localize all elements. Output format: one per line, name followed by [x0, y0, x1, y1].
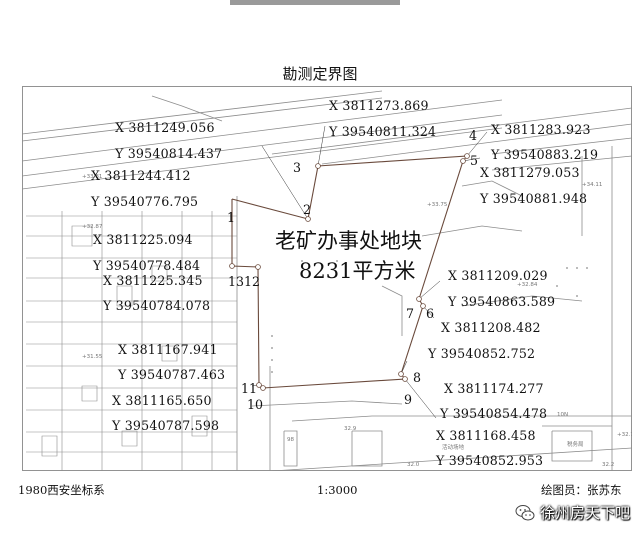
coord-x-9: X 3811168.458	[436, 428, 536, 443]
basemap-elevations: +33.81 +32.87 +33.75 +34.11 +32.84 +31.5…	[82, 174, 632, 468]
coord-x-13: X 3811225.094	[93, 232, 193, 247]
point-label-10: 10	[247, 397, 264, 412]
coord-y-4: Y 39540883.219	[491, 147, 599, 162]
coord-y-1: Y 39540776.795	[91, 194, 199, 209]
coord-y-2: Y 39540814.437	[115, 146, 223, 161]
svg-text:32.9: 32.9	[344, 426, 357, 432]
svg-text:32.2: 32.2	[602, 462, 614, 468]
coord-x-6: X 3811209.029	[448, 268, 548, 283]
point-label-1312: 1312	[228, 274, 261, 289]
point-label-6: 6	[426, 306, 435, 321]
coord-y-11: Y 39540787.463	[118, 367, 226, 382]
coord-y-3: Y 39540811.324	[329, 124, 437, 139]
svg-text:10N: 10N	[557, 412, 568, 418]
point-label-5: 5	[470, 153, 479, 168]
svg-text:+33.75: +33.75	[427, 202, 448, 208]
coord-y-7: Y 39540852.752	[428, 346, 536, 361]
basemap-linework	[22, 86, 632, 471]
parcel-area: 8231平方米	[299, 259, 416, 283]
coord-x-3: X 3811273.869	[329, 98, 429, 113]
wechat-icon	[515, 505, 535, 521]
leader-lines	[251, 125, 488, 419]
svg-text:+32.87: +32.87	[82, 224, 103, 230]
point-label-3: 3	[293, 160, 302, 175]
point-label-2: 2	[303, 202, 312, 217]
svg-text:98: 98	[287, 437, 294, 443]
parcel-boundary	[231, 155, 469, 389]
coord-y-6: Y 39540863.589	[448, 294, 556, 309]
point-label-9: 9	[404, 392, 413, 407]
svg-text:32.0: 32.0	[407, 462, 420, 468]
drafter-label: 绘图员：张苏东	[541, 483, 622, 497]
coord-y-9: Y 39540852.953	[436, 453, 544, 468]
coord-x-7: X 3811208.482	[441, 320, 541, 335]
coord-x-1: X 3811244.412	[91, 168, 191, 183]
point-label-8: 8	[413, 370, 422, 385]
coord-x-10: X 3811165.650	[112, 393, 212, 408]
scale-label: 1:3000	[317, 483, 358, 497]
point-label-11: 11	[241, 381, 258, 396]
point-label-1: 1	[227, 210, 236, 225]
boundary-vertices	[229, 153, 470, 391]
coord-x-4: X 3811283.923	[491, 122, 591, 137]
coord-x-8: X 3811174.277	[444, 381, 544, 396]
coord-x-5: X 3811279.053	[480, 165, 580, 180]
svg-text:+32.84: +32.84	[517, 282, 538, 288]
parcel-name: 老矿办事处地块	[275, 229, 422, 253]
svg-text:税务局: 税务局	[567, 440, 584, 448]
point-label-7: 7	[406, 306, 415, 321]
residential-blocks	[26, 211, 237, 471]
cadastral-map: +33.81 +32.87 +33.75 +34.11 +32.84 +31.5…	[22, 86, 632, 471]
cropped-header-strip	[230, 0, 400, 5]
coord-y-5: Y 39540881.948	[480, 191, 588, 206]
point-label-4: 4	[469, 128, 478, 143]
coord-y-8: Y 39540854.478	[440, 406, 548, 421]
coord-x-11: X 3811167.941	[118, 342, 218, 357]
svg-text:+34.11: +34.11	[582, 182, 602, 188]
coord-y-10: Y 39540787.598	[112, 418, 220, 433]
svg-text:+33.81: +33.81	[82, 174, 102, 180]
coord-x-12: X 3811225.345	[103, 273, 203, 288]
coord-x-2: X 3811249.056	[115, 120, 215, 135]
svg-text:活动场地: 活动场地	[442, 443, 465, 451]
watermark-text: 徐州房天下吧	[540, 504, 631, 522]
svg-text:+31.55: +31.55	[82, 354, 103, 360]
map-title: 勘测定界图	[282, 65, 358, 83]
coord-y-12: Y 39540784.078	[103, 298, 211, 313]
coordinate-system-label: 1980西安坐标系	[18, 483, 105, 497]
dotted-markers	[271, 260, 588, 373]
svg-text:+32.7: +32.7	[617, 432, 632, 438]
coord-y-13: Y 39540778.484	[93, 258, 201, 273]
